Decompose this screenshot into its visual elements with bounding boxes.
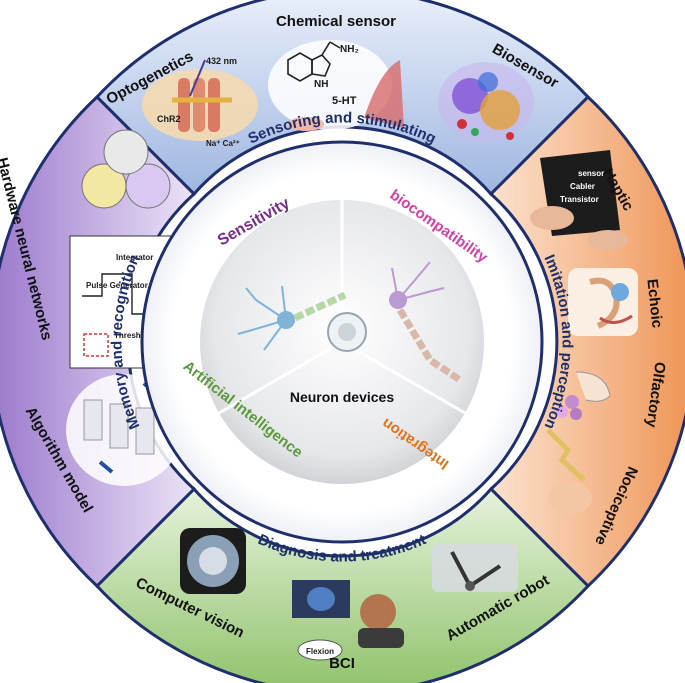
- haptic-layer-3: Transistor: [560, 195, 599, 204]
- nh2-label: NH₂: [340, 44, 359, 55]
- center-title: Neuron devices: [290, 389, 394, 405]
- olfactory-image: [556, 371, 611, 420]
- bci-image: Flexion: [292, 580, 404, 661]
- optogenetics-image: 432 nm ChR2 Na⁺ Ca²⁺: [142, 56, 258, 148]
- biosensor-image: [438, 62, 534, 142]
- flexion-label: Flexion: [306, 647, 334, 656]
- echoic-image: [568, 268, 638, 336]
- nh-label: NH: [314, 79, 328, 90]
- chemical-sensor-image: NH₂ NH 5-HT: [268, 40, 404, 131]
- computer-vision-image: [180, 528, 246, 594]
- wavelength-label: 432 nm: [206, 56, 237, 66]
- illustrations: 432 nm ChR2 Na⁺ Ca²⁺ NH₂ NH 5-HT: [66, 40, 638, 661]
- ions-label: Na⁺ Ca²⁺: [206, 139, 240, 148]
- serotonin-label: 5-HT: [332, 95, 357, 107]
- outer-label-chemical-sensor: Chemical sensor: [276, 13, 396, 30]
- chr2-label: ChR2: [157, 114, 181, 124]
- outer-label-echoic: Echoic: [643, 278, 665, 329]
- integrator-label: Integrator: [116, 253, 153, 262]
- outer-label-bci: BCI: [329, 655, 355, 672]
- haptic-layer-1: sensor: [578, 169, 604, 178]
- automatic-robot-image: [432, 544, 518, 592]
- pulse-generator-label: Pulse Generator: [86, 281, 148, 290]
- neuron-illustration: [237, 261, 462, 383]
- haptic-image: sensor Cabler Transistor: [530, 150, 628, 250]
- nociceptive-image: [546, 428, 592, 514]
- haptic-layer-2: Cabler: [570, 182, 595, 191]
